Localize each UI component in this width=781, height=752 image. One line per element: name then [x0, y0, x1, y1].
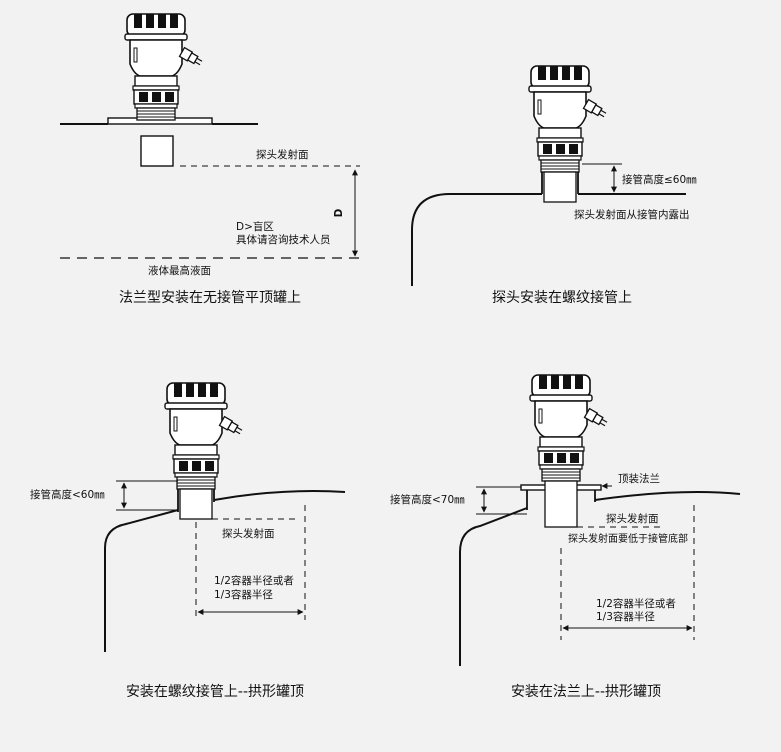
dome-left-4 — [459, 507, 528, 666]
dome-left-3 — [104, 509, 179, 652]
probe-1 — [140, 135, 174, 167]
panel-threaded-dome: 接管高度<60㎜ 探头发射面 1/2容器半径或者 1/3容器半径 安装在螺纹接管… — [30, 382, 346, 700]
probe-face-label: 探头发射面 — [256, 148, 309, 161]
exposed-label: 探头发射面从接管内露出 — [574, 208, 690, 221]
radius-label-4a: 1/2容器半径或者 — [596, 597, 676, 610]
probe-face-label-4: 探头发射面 — [606, 512, 659, 525]
panel-flange-dome: 顶装法兰 接管高度<70㎜ 探头发射面 探头发射面要低于接管底部 1/2容器半径… — [390, 374, 741, 700]
below-nozzle-label: 探头发射面要低于接管底部 — [568, 532, 688, 545]
sensor-3 — [164, 382, 245, 490]
caption-1: 法兰型安装在无接管平顶罐上 — [119, 289, 301, 306]
nozzle-height-label-3: 接管高度<60㎜ — [30, 488, 105, 501]
caption-4: 安装在法兰上--拱形罐顶 — [511, 684, 661, 700]
dim-letter: D — [333, 208, 345, 217]
blind-zone-label-2: 具体请咨询技术人员 — [236, 233, 331, 246]
dome-right-4 — [594, 491, 741, 501]
probe-2 — [543, 171, 577, 203]
nozzle-height-label-2: 接管高度≤60㎜ — [622, 173, 697, 186]
caption-3: 安装在螺纹接管上--拱形罐顶 — [126, 683, 304, 700]
blind-zone-label-1: D>盲区 — [236, 220, 274, 233]
sensor-1 — [124, 13, 205, 121]
caption-2: 探头安装在螺纹接管上 — [492, 289, 632, 306]
top-flange-label: 顶装法兰 — [618, 472, 660, 485]
sensor-4 — [529, 374, 610, 482]
panel-flange-flat-top: 探头发射面 D D>盲区 具体请咨询技术人员 液体最高液面 法兰型安装在无接管平… — [60, 13, 360, 306]
dome-right-3 — [213, 490, 346, 501]
probe-4 — [544, 480, 578, 528]
radius-label-3a: 1/2容器半径或者 — [214, 574, 294, 587]
sensor-2 — [528, 65, 609, 173]
radius-label-4b: 1/3容器半径 — [596, 610, 655, 623]
probe-3 — [179, 488, 213, 520]
panel-threaded-nozzle: 接管高度≤60㎜ 探头发射面从接管内露出 探头安装在螺纹接管上 — [411, 65, 697, 306]
radius-label-3b: 1/3容器半径 — [214, 588, 273, 601]
nozzle-height-label-4: 接管高度<70㎜ — [390, 493, 465, 506]
probe-face-label-3: 探头发射面 — [222, 527, 275, 540]
tank-wall-2 — [411, 193, 542, 286]
max-level-label: 液体最高液面 — [148, 264, 211, 277]
